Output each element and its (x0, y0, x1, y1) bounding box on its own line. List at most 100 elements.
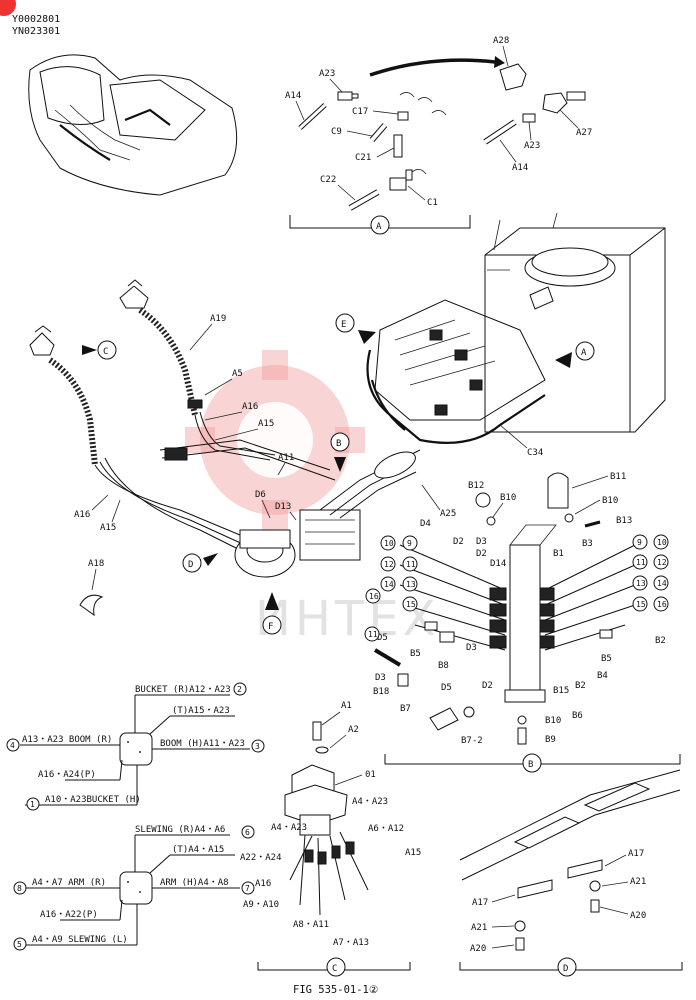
circled-number (380, 556, 396, 572)
part-label: D5 (441, 683, 452, 693)
circled-number (653, 596, 669, 612)
circled-number-markers: 10 9 12 11 14 13 16 15 11 9 10 11 12 13 … (364, 534, 669, 642)
circled-number-label: 11 (368, 630, 378, 639)
part-label: C1 (427, 198, 438, 208)
part-label: A16 (242, 402, 258, 412)
circled-number-label: 13 (406, 580, 416, 589)
view-marker-label: E (341, 320, 346, 330)
part-label: B9 (545, 735, 556, 745)
circled-number-label: 14 (657, 579, 667, 588)
part-label: D2 (482, 681, 493, 691)
part-label: B15 (553, 686, 569, 696)
circled-number-label: 8 (17, 884, 22, 893)
part-label: B12 (468, 481, 484, 491)
legend-label: (T)A4・A15 (172, 845, 224, 855)
view-marker-d (182, 553, 202, 573)
legend-label: BUCKET (R)A12・A23 (135, 685, 231, 695)
view-marker-label: B (528, 760, 533, 770)
circled-number (632, 554, 648, 570)
circled-number-label: 16 (657, 600, 667, 609)
part-label: A7・A13 (333, 938, 369, 948)
part-label: B10 (545, 716, 561, 726)
detail-a (289, 56, 586, 229)
circled-number (233, 682, 247, 696)
circled-number-label: 4 (10, 741, 15, 750)
legend-label: A13・A23 BOOM (R) (22, 735, 112, 745)
part-label: A25 (440, 509, 456, 519)
part-label: B11 (610, 472, 626, 482)
part-label: A15 (100, 523, 116, 533)
circled-number (653, 534, 669, 550)
view-marker-c2 (326, 957, 346, 977)
view-marker-b2 (522, 753, 542, 773)
circled-number-label: 1 (30, 800, 35, 809)
part-label: B1 (553, 549, 564, 559)
part-label: A21 (471, 923, 487, 933)
view-marker-b (330, 432, 350, 452)
part-label: D3 (375, 673, 386, 683)
part-label: A5 (232, 369, 243, 379)
arrow-e (358, 330, 376, 344)
view-marker-label: D (563, 964, 568, 974)
circled-number-label: 5 (17, 940, 22, 949)
part-label: A2 (348, 725, 359, 735)
part-label: A20 (470, 944, 486, 954)
legend-label: SLEWING (R)A4・A6 (135, 825, 225, 835)
circled-number (380, 576, 396, 592)
part-label: D4 (420, 519, 431, 529)
part-label: A23 (524, 141, 540, 151)
view-marker-label: C (103, 347, 108, 357)
circled-number-label: 10 (384, 539, 394, 548)
pilot-hose-assembly (29, 279, 421, 578)
detail-b-block (373, 472, 681, 765)
circled-number-label: 16 (369, 592, 379, 601)
circled-number (402, 535, 418, 551)
circled-number-label: 10 (657, 538, 667, 547)
part-label: B5 (410, 649, 421, 659)
part-label: D3 (476, 537, 487, 547)
legend-label: A4・A9 SLEWING (L) (32, 935, 128, 945)
part-label: B10 (500, 493, 516, 503)
lever-legend-2 (20, 834, 240, 946)
legend-label: A10・A23BUCKET (H) (45, 795, 141, 805)
part-label: A14 (512, 163, 528, 173)
part-label: C21 (355, 153, 371, 163)
arrow-d (203, 553, 218, 566)
part-label: A17 (472, 898, 488, 908)
part-label: A16 (74, 510, 90, 520)
part-label: B7 (400, 704, 411, 714)
arrow-c (82, 345, 97, 355)
figure-caption: FIG 535-01-1② (293, 984, 379, 996)
circled-number (26, 797, 40, 811)
circled-number (241, 825, 255, 839)
part-label: A9・A10 (243, 900, 279, 910)
part-label: B13 (616, 516, 632, 526)
legend-label: A16・A22(P) (40, 910, 98, 920)
legend-label: BOOM (H)A11・A23 (160, 739, 245, 749)
circled-number-label: 7 (245, 884, 250, 893)
part-label: B4 (597, 671, 608, 681)
part-label: D2 (453, 537, 464, 547)
view-marker-a (370, 215, 390, 235)
view-marker-d2 (557, 957, 577, 977)
circled-number-label: 9 (637, 538, 642, 547)
view-marker-label: C (332, 964, 337, 974)
circled-number (13, 881, 27, 895)
circled-number-label: 9 (407, 539, 412, 548)
code-label: Y0002801 (12, 14, 60, 25)
arrow-b (334, 457, 346, 472)
part-label: A19 (210, 314, 226, 324)
view-marker-label: D (188, 560, 193, 570)
circled-number-label: 14 (384, 580, 394, 589)
legend-label: (T)A15・A23 (172, 706, 230, 716)
machine-overview (28, 54, 238, 196)
circled-number-label: 12 (657, 558, 667, 567)
circled-number-label: 13 (636, 579, 646, 588)
part-label: D3 (466, 643, 477, 653)
lever-legend-1 (20, 694, 250, 806)
part-label: A17 (628, 849, 644, 859)
part-label: A16 (255, 879, 271, 889)
view-marker-c (97, 340, 117, 360)
detail-c (257, 721, 411, 971)
corner-mark (0, 0, 16, 16)
